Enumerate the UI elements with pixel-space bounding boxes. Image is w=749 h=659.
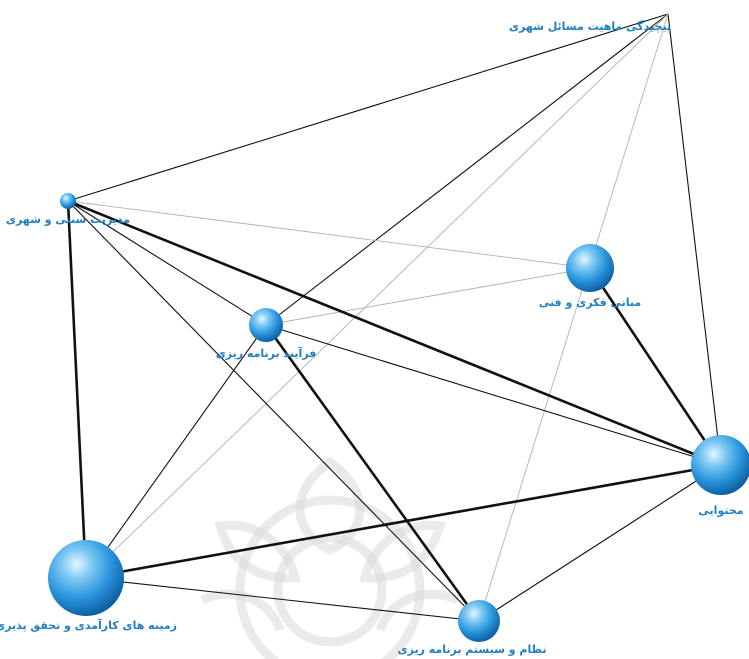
node-complexity[interactable]: پیچیدگی ماهیت مسائل شهری xyxy=(509,20,671,33)
edge-management-content xyxy=(66,199,723,467)
edge-management-efficiency xyxy=(66,199,88,580)
node-sphere-system[interactable] xyxy=(458,600,500,642)
nodes-layer: پیچیدگی ماهیت مسائل شهری مدیریت سنتی و شه… xyxy=(0,20,749,656)
edge-process-complexity xyxy=(265,13,669,326)
node-label-foundations: مبانی فکری و فنی xyxy=(539,296,641,309)
edge-management-complexity xyxy=(67,13,669,202)
edge-efficiency-content xyxy=(84,463,723,580)
edge-management-system xyxy=(67,200,480,622)
edge-efficiency-complexity xyxy=(85,13,669,579)
edge-process-content xyxy=(265,324,722,466)
edge-process-system xyxy=(264,323,481,623)
node-label-process: فرآیند برنامه ریزی xyxy=(216,346,317,360)
edge-foundations-content xyxy=(588,266,723,467)
edge-process-foundations xyxy=(265,267,591,326)
watermark-seal xyxy=(200,456,460,659)
node-sphere-management[interactable] xyxy=(60,193,76,209)
node-label-management: مدیریت سنتی و شهری xyxy=(6,213,130,226)
node-efficiency[interactable]: زمینه های کارآمدی و تحقق پذیری xyxy=(0,540,177,632)
node-sphere-efficiency[interactable] xyxy=(48,540,124,616)
edge-process-efficiency xyxy=(85,324,267,579)
edge-content-system xyxy=(478,464,722,622)
node-label-efficiency: زمینه های کارآمدی و تحقق پذیری xyxy=(0,618,177,632)
edge-content-complexity xyxy=(667,13,722,466)
edge-efficiency-system xyxy=(85,577,480,622)
node-sphere-content[interactable] xyxy=(691,435,749,495)
node-process[interactable]: فرآیند برنامه ریزی xyxy=(216,308,317,360)
edges-layer xyxy=(66,13,723,623)
node-system[interactable]: نظام و سیستم برنامه ریزی xyxy=(398,600,547,656)
node-sphere-process[interactable] xyxy=(249,308,283,342)
edge-management-foundations xyxy=(67,200,591,269)
node-label-content: محتوایی xyxy=(698,504,743,517)
node-sphere-foundations[interactable] xyxy=(566,244,614,292)
node-foundations[interactable]: مبانی فکری و فنی xyxy=(539,244,641,309)
node-management[interactable]: مدیریت سنتی و شهری xyxy=(6,193,130,226)
edge-system-complexity xyxy=(478,13,669,622)
node-content[interactable]: محتوایی xyxy=(691,435,749,517)
node-label-system: نظام و سیستم برنامه ریزی xyxy=(398,643,547,656)
node-label-complexity: پیچیدگی ماهیت مسائل شهری xyxy=(509,20,671,33)
edge-management-process xyxy=(67,200,267,326)
